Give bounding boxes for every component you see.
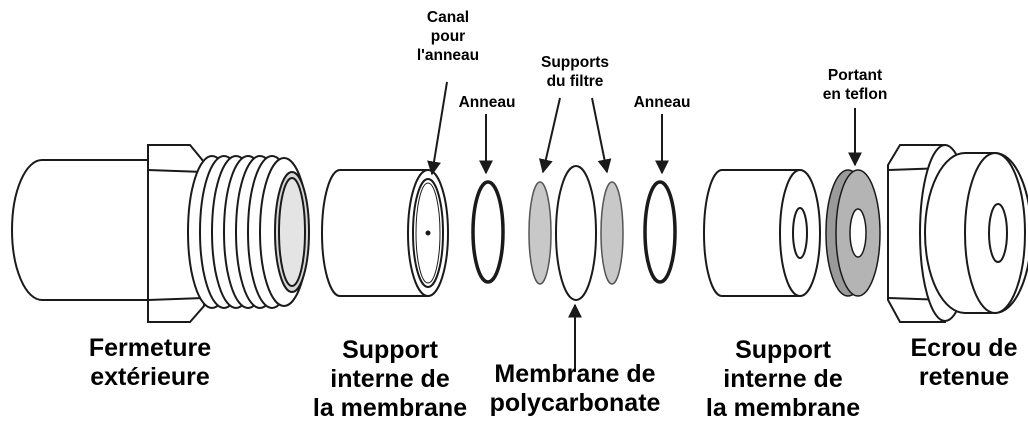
filter-support-left bbox=[528, 181, 552, 285]
retaining-nut-part bbox=[887, 144, 1028, 323]
label-anneau-left: Anneau bbox=[458, 94, 516, 111]
inner-support-left-part bbox=[321, 169, 449, 297]
label-anneau-right: Anneau bbox=[633, 94, 691, 111]
polycarbonate-membrane bbox=[555, 165, 597, 301]
outer-closure-part bbox=[11, 144, 310, 323]
arrow-canal bbox=[427, 81, 448, 176]
closure-body bbox=[11, 159, 149, 301]
filter-support-right bbox=[600, 181, 624, 285]
closure-hex-nut bbox=[147, 144, 205, 323]
leader-arrows bbox=[427, 81, 862, 372]
inner-support-right-part bbox=[703, 169, 821, 297]
teflon-washer-part bbox=[825, 169, 881, 297]
o-ring-left bbox=[471, 180, 505, 284]
arrow-support-left bbox=[538, 97, 561, 174]
o-ring-right bbox=[643, 180, 677, 284]
arrow-support-right bbox=[591, 97, 612, 174]
